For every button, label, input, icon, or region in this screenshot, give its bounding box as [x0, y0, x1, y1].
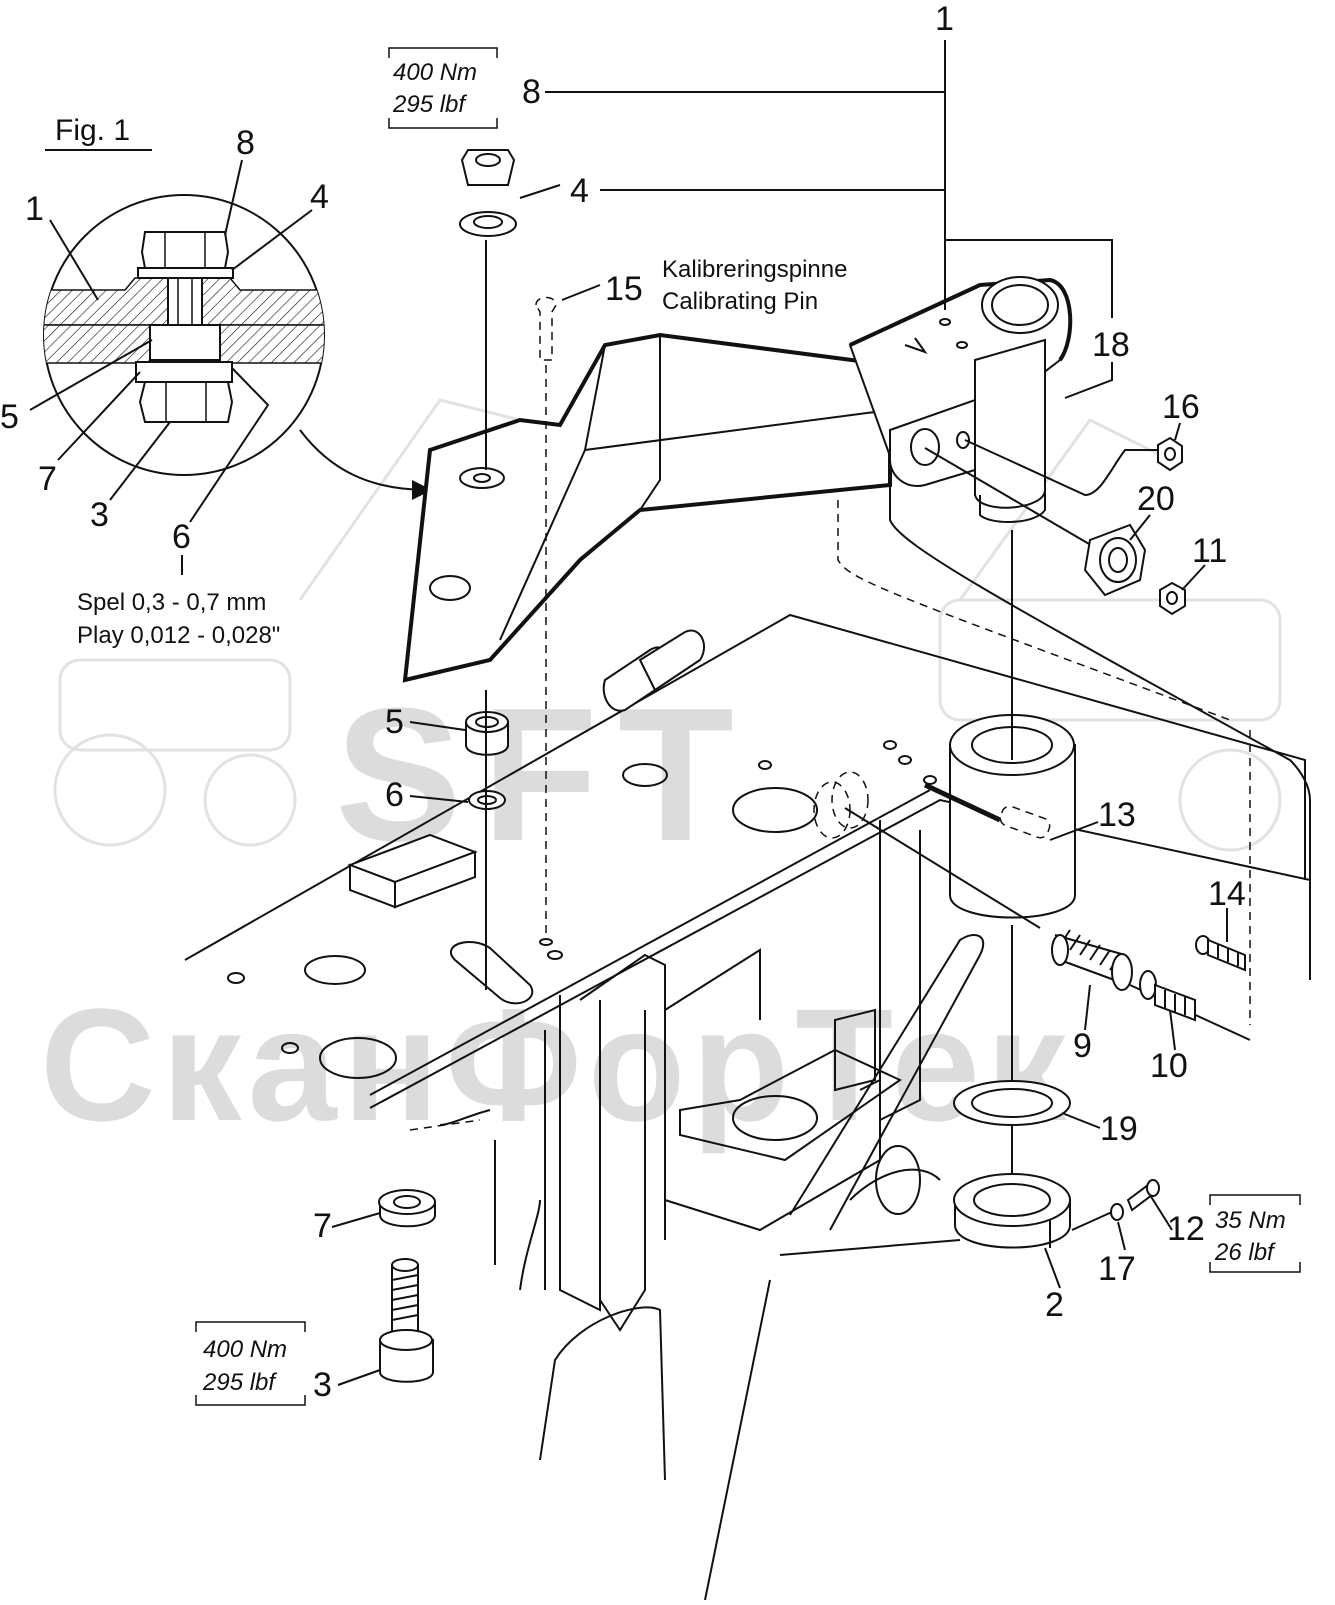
callout-7: 7 — [313, 1207, 332, 1245]
play-note-line2: Play 0,012 - 0,028" — [77, 622, 280, 649]
callout-13: 13 — [1098, 796, 1136, 834]
screw-10 — [1139, 970, 1196, 1022]
pin-note-line2: Calibrating Pin — [662, 288, 818, 315]
detail-callout-7: 7 — [38, 460, 57, 498]
main-arm — [402, 332, 892, 683]
fig-label: Fig. 1 — [55, 114, 130, 147]
detail-callout-5: 5 — [0, 398, 19, 436]
spring-9 — [1051, 929, 1133, 991]
washer-17 — [1110, 1203, 1124, 1221]
watermark-bottom: СканФорТек — [40, 975, 1072, 1154]
pin-note-line1: Kalibreringspinne — [662, 256, 847, 283]
screw-14 — [1195, 935, 1246, 972]
torque-small-lbf: 26 lbf — [1214, 1239, 1276, 1266]
callout-15: 15 — [605, 270, 643, 308]
callout-2: 2 — [1045, 1286, 1064, 1324]
nut-16 — [1157, 436, 1183, 472]
detail-figure: Fig. 1 — [0, 114, 432, 649]
text-notes: Kalibreringspinne Calibrating Pin 400 Nm… — [202, 59, 1286, 1396]
detail-leaders — [29, 159, 313, 575]
plug-20 — [1083, 523, 1147, 597]
callout-12: 12 — [1167, 1210, 1205, 1248]
detail-callout-4: 4 — [310, 178, 329, 216]
screw-12 — [1126, 1179, 1160, 1212]
detail-callout-8: 8 — [236, 124, 255, 162]
locknut-2 — [953, 1173, 1071, 1249]
watermark-tractor-icon — [53, 398, 1282, 852]
torque-bottom-nm: 400 Nm — [203, 1336, 287, 1363]
callout-5: 5 — [385, 703, 404, 741]
torque-top-nm: 400 Nm — [393, 59, 477, 86]
torque-brackets — [195, 47, 1301, 1406]
bolt-3 — [379, 1258, 434, 1383]
callout-20: 20 — [1137, 480, 1175, 518]
bolt-axis-lower — [409, 1119, 481, 1131]
callout-16: 16 — [1162, 388, 1200, 426]
washer-4 — [459, 211, 517, 237]
axis-nut-16 — [964, 439, 1160, 497]
calibrating-pin-15 — [535, 296, 557, 946]
detail-callout-3: 3 — [90, 496, 109, 534]
torque-small-nm: 35 Nm — [1215, 1207, 1286, 1234]
callout-4: 4 — [570, 172, 589, 210]
detail-section-view — [44, 231, 324, 423]
callout-14: 14 — [1208, 875, 1246, 913]
callout-11: 11 — [1192, 532, 1227, 570]
detail-arrow — [299, 429, 432, 500]
pivot-housing — [923, 714, 1076, 919]
callout-3: 3 — [313, 1366, 332, 1404]
axis-screw-12 — [1071, 1211, 1113, 1231]
guide-dash-1 — [837, 500, 1231, 721]
callout-19: 19 — [1100, 1110, 1138, 1148]
callout-17: 17 — [1098, 1250, 1136, 1288]
washer-7 — [378, 1189, 436, 1228]
callout-8: 8 — [522, 73, 541, 111]
loose-parts — [378, 149, 1311, 1383]
axis-spring-9 — [844, 807, 1041, 929]
dashed-sleeve — [813, 771, 869, 839]
shim-19 — [953, 1080, 1071, 1126]
callout-numbers: 1 8 4 15 18 16 20 11 5 6 13 14 9 10 19 7… — [313, 0, 1246, 1404]
play-note-line1: Spel 0,3 - 0,7 mm — [77, 589, 266, 616]
nut-11 — [1159, 581, 1186, 616]
callout-10: 10 — [1150, 1047, 1188, 1085]
callout-6: 6 — [385, 776, 404, 814]
callout-18: 18 — [1092, 326, 1130, 364]
watermark: SFT СканФорТек — [40, 398, 1282, 1154]
base-frame — [184, 613, 1311, 1601]
guide-line-1 — [889, 480, 1311, 980]
detail-callout-6: 6 — [172, 518, 191, 556]
torque-top-lbf: 295 lbf — [392, 91, 467, 118]
callout-9: 9 — [1073, 1027, 1092, 1065]
torque-bottom-lbf: 295 lbf — [202, 1369, 277, 1396]
callout-1: 1 — [935, 0, 954, 38]
callout-leaders — [331, 40, 1228, 1386]
nut-8 — [460, 149, 516, 186]
detail-callout-1: 1 — [25, 190, 44, 228]
